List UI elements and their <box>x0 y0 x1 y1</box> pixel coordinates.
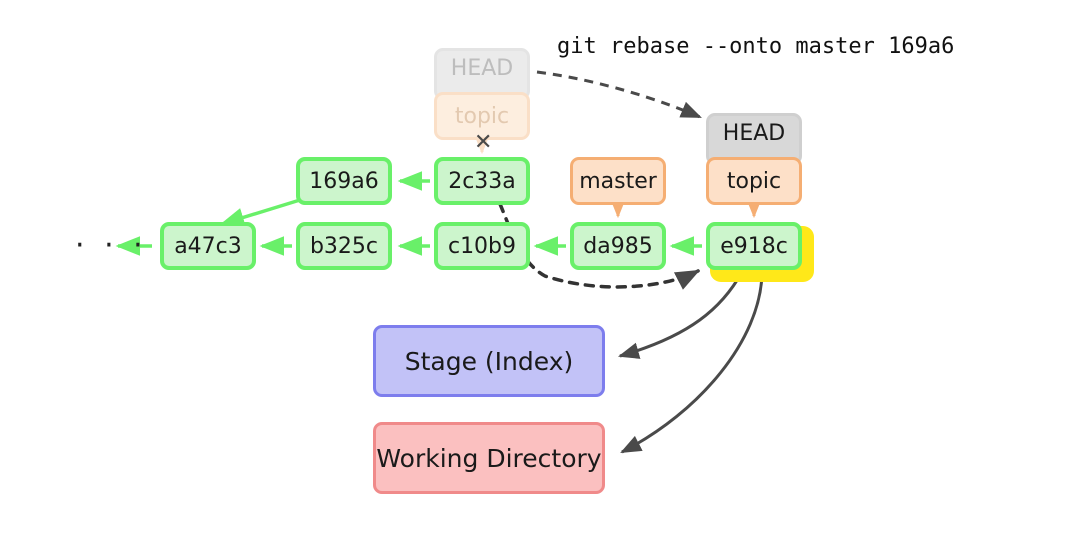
delete-x-icon: ✕ <box>474 130 493 155</box>
topic-ref-label: topic <box>706 157 802 205</box>
commit-node-b325c[interactable]: b325c <box>296 222 392 270</box>
commit-node-2c33a[interactable]: 2c33a <box>434 157 530 205</box>
working-directory-box[interactable]: Working Directory <box>373 422 605 494</box>
edge-e918c-to-stage <box>617 271 744 359</box>
edge-169a6-to-a47c3 <box>219 198 301 227</box>
edge-head-move-dashed <box>536 70 702 119</box>
history-ellipsis: · · · <box>75 228 148 263</box>
head-label: HEAD <box>706 113 802 165</box>
commit-node-e918c[interactable]: e918c <box>706 222 802 270</box>
commit-node-169a6[interactable]: 169a6 <box>296 157 392 205</box>
stage-index-box[interactable]: Stage (Index) <box>373 325 605 397</box>
ghost-head-label: HEAD <box>434 48 530 100</box>
git-command-caption: git rebase --onto master 169a6 <box>557 34 955 59</box>
master-ref-label: master <box>570 157 666 205</box>
commit-node-a47c3[interactable]: a47c3 <box>160 222 256 270</box>
commit-node-c10b9[interactable]: c10b9 <box>434 222 530 270</box>
edge-e918c-to-working-directory <box>620 273 764 454</box>
commit-node-da985[interactable]: da985 <box>570 222 666 270</box>
ref-pointer-arrows <box>609 197 763 219</box>
